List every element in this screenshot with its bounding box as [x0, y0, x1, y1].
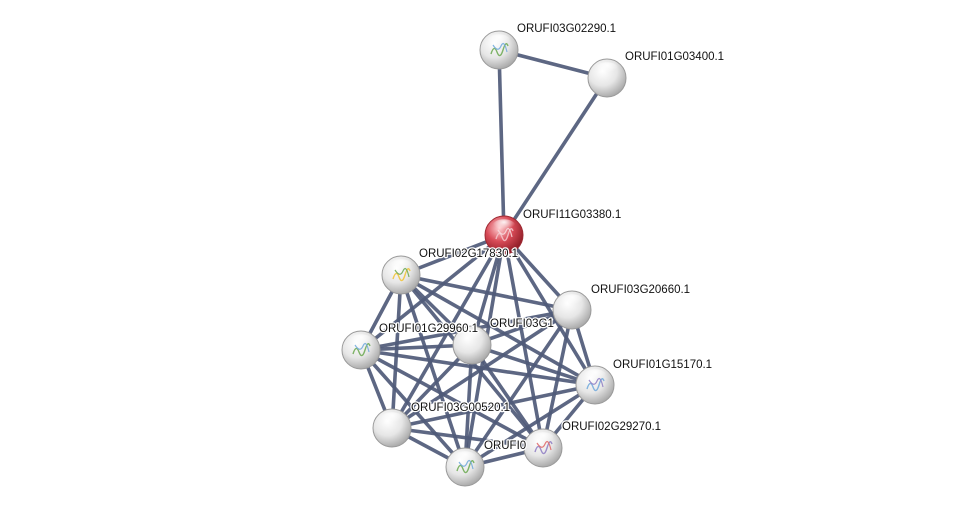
node-highlight — [595, 62, 619, 77]
node-label: ORUFI03G02290.1 — [517, 23, 616, 35]
labels-layer: ORUFI03G02290.1ORUFI01G03400.1ORUFI11G03… — [378, 22, 726, 454]
node-orufi01g15170-1[interactable] — [575, 365, 615, 405]
node-highlight — [531, 432, 555, 447]
node-orufi01g03400-1[interactable] — [587, 58, 627, 98]
node-highlight — [492, 219, 516, 234]
edge-n6-n8[interactable] — [359, 348, 597, 387]
node-highlight — [487, 34, 511, 49]
node-highlight — [560, 294, 584, 309]
node-orufi02g17830-1[interactable] — [381, 255, 421, 295]
edge-n7-n10[interactable] — [470, 343, 545, 450]
node-label: ORUFI11G03380.1 — [523, 209, 621, 221]
node-highlight — [389, 259, 413, 274]
node-highlight — [453, 451, 477, 466]
node-orufi03g02290-1[interactable] — [479, 30, 519, 70]
node-orufi11g03380-1[interactable] — [484, 215, 524, 255]
node-label: ORUFI01G03400.1 — [625, 51, 724, 63]
node-orufi03g1[interactable] — [452, 325, 492, 365]
edge-n4-n8[interactable] — [399, 273, 597, 387]
node-highlight — [380, 412, 404, 427]
nodes-layer — [341, 30, 627, 487]
edge-n9-n10[interactable] — [390, 426, 545, 450]
edge-n7-n8[interactable] — [470, 343, 597, 387]
edge-n6-n10[interactable] — [359, 348, 545, 450]
node-label: ORUFI01G29960.1 — [379, 323, 478, 335]
node-label: ORUFI02G29270.1 — [562, 421, 661, 433]
node-orufi02g29270-1[interactable] — [523, 428, 563, 468]
edge-n8-n9[interactable] — [390, 383, 597, 430]
edge-n8-n11[interactable] — [463, 383, 597, 469]
node-orufi03g00520-1[interactable] — [372, 408, 412, 448]
node-highlight — [460, 329, 484, 344]
node-label: ORUFI02G17830.1 — [419, 248, 518, 260]
node-label: ORUFI03G20660.1 — [591, 284, 690, 296]
node-orufi03g20660-1[interactable] — [552, 290, 592, 330]
edge-n2-n3[interactable] — [502, 76, 609, 237]
node-label: ORUFI01G15170.1 — [613, 359, 712, 371]
edge-n4-n9[interactable] — [390, 273, 403, 430]
edge-n3-n8[interactable] — [502, 233, 597, 387]
node-orufi0[interactable] — [445, 447, 485, 487]
node-orufi01g29960-1[interactable] — [341, 330, 381, 370]
edge-n4-n5[interactable] — [399, 273, 574, 312]
edge-n1-n3[interactable] — [497, 48, 506, 237]
node-highlight — [349, 334, 373, 349]
node-label: ORUFI03G1 — [490, 318, 554, 330]
node-label: ORUFI0 — [484, 440, 526, 452]
node-label: ORUFI03G00520.1 — [411, 402, 510, 414]
node-highlight — [583, 369, 607, 384]
edge-n7-n11[interactable] — [463, 343, 474, 469]
